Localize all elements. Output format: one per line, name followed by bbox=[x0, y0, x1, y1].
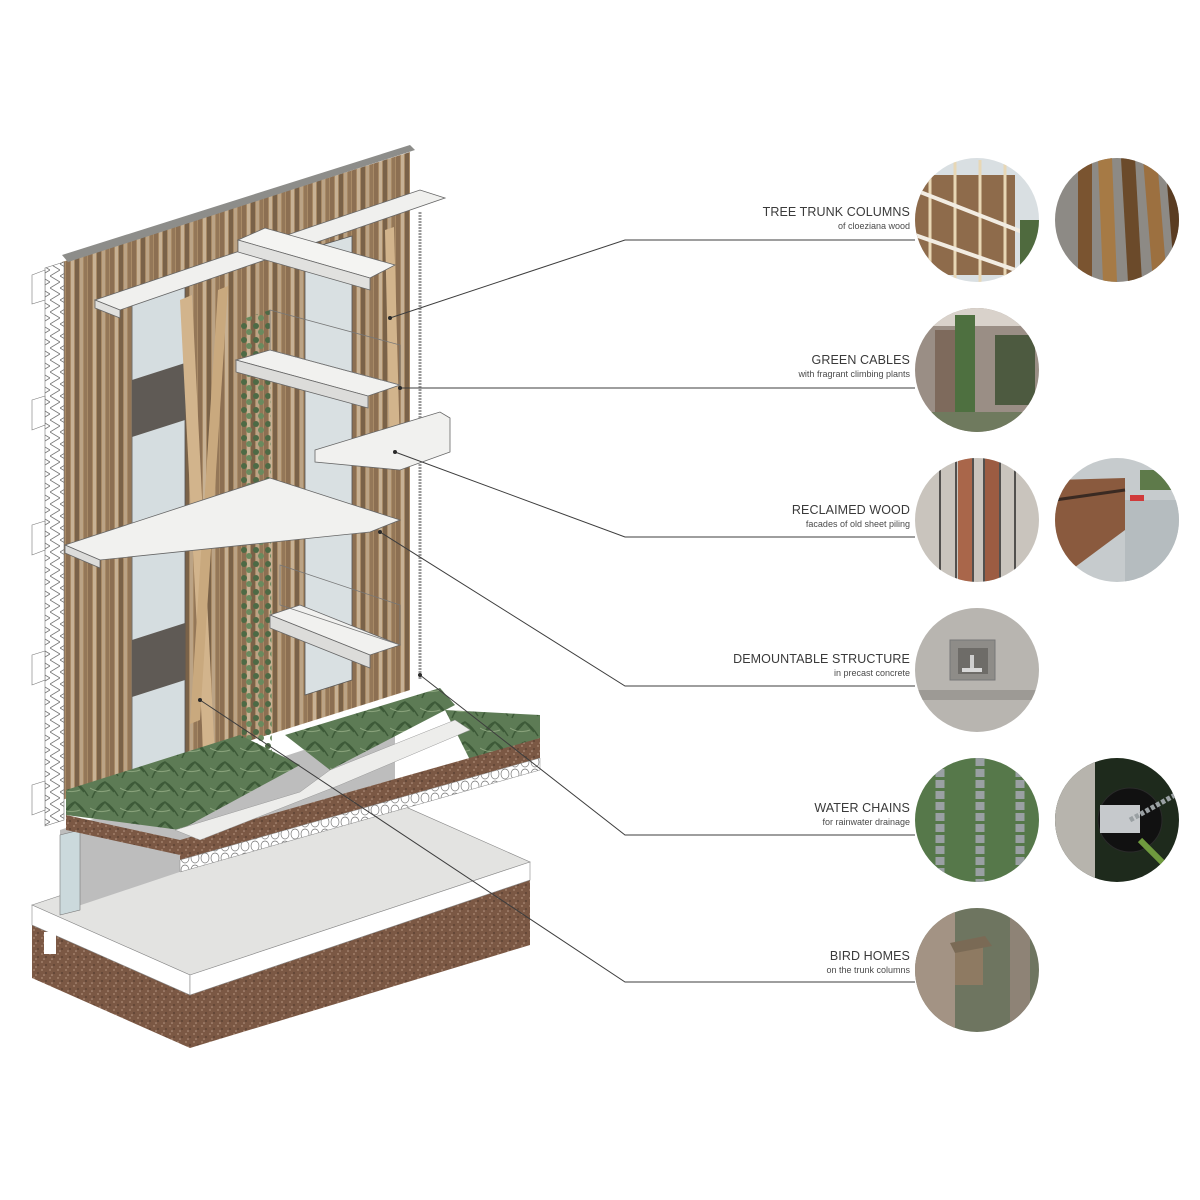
precast-balconies bbox=[63, 309, 451, 669]
callout-tree-trunk-columns: TREE TRUNK COLUMNS of cloeziana wood bbox=[610, 205, 910, 233]
birdhouse-photo bbox=[915, 908, 1039, 1032]
callout-subtitle: with fragrant climbing plants bbox=[798, 369, 910, 379]
callout-subtitle: in precast concrete bbox=[833, 668, 910, 678]
leader-lines bbox=[199, 239, 915, 983]
rain-chains-photo bbox=[915, 758, 1039, 882]
callout-subtitle: of cloeziana wood bbox=[837, 221, 910, 231]
callout-reclaimed-wood: RECLAIMED WOOD facades of old sheet pili… bbox=[610, 503, 910, 531]
callout-title: WATER CHAINS bbox=[814, 801, 910, 815]
reclaimed-planks-photo bbox=[915, 458, 1039, 582]
callout-bird-homes: BIRD HOMES on the trunk columns bbox=[610, 949, 910, 977]
callout-water-chains: WATER CHAINS for rainwater drainage bbox=[610, 801, 910, 829]
callout-demountable-structure: DEMOUNTABLE STRUCTURE in precast concret… bbox=[610, 652, 910, 680]
concrete-canopy bbox=[93, 189, 447, 319]
callout-subtitle: facades of old sheet piling bbox=[805, 519, 910, 529]
concrete-connection-photo bbox=[915, 608, 1039, 732]
sheet-piling-canal-photo bbox=[1055, 458, 1179, 582]
log-pile-photo bbox=[1055, 158, 1179, 282]
green-roof-planters bbox=[66, 688, 541, 873]
callout-title: TREE TRUNK COLUMNS bbox=[762, 205, 910, 219]
climbing-plant-courtyard-photo bbox=[915, 308, 1039, 432]
timber-balcony-building-photo bbox=[915, 158, 1039, 282]
soil-foundation bbox=[31, 791, 531, 1048]
callout-title: BIRD HOMES bbox=[829, 949, 910, 963]
callout-subtitle: for rainwater drainage bbox=[822, 817, 910, 827]
chain-gutter-detail-photo bbox=[1055, 758, 1179, 882]
callout-subtitle: on the trunk columns bbox=[826, 965, 910, 975]
leader-dots bbox=[198, 316, 422, 702]
callout-title: RECLAIMED WOOD bbox=[791, 503, 910, 517]
callout-green-cables: GREEN CABLES with fragrant climbing plan… bbox=[610, 353, 910, 381]
callout-title: DEMOUNTABLE STRUCTURE bbox=[733, 652, 910, 666]
callout-title: GREEN CABLES bbox=[811, 353, 910, 367]
